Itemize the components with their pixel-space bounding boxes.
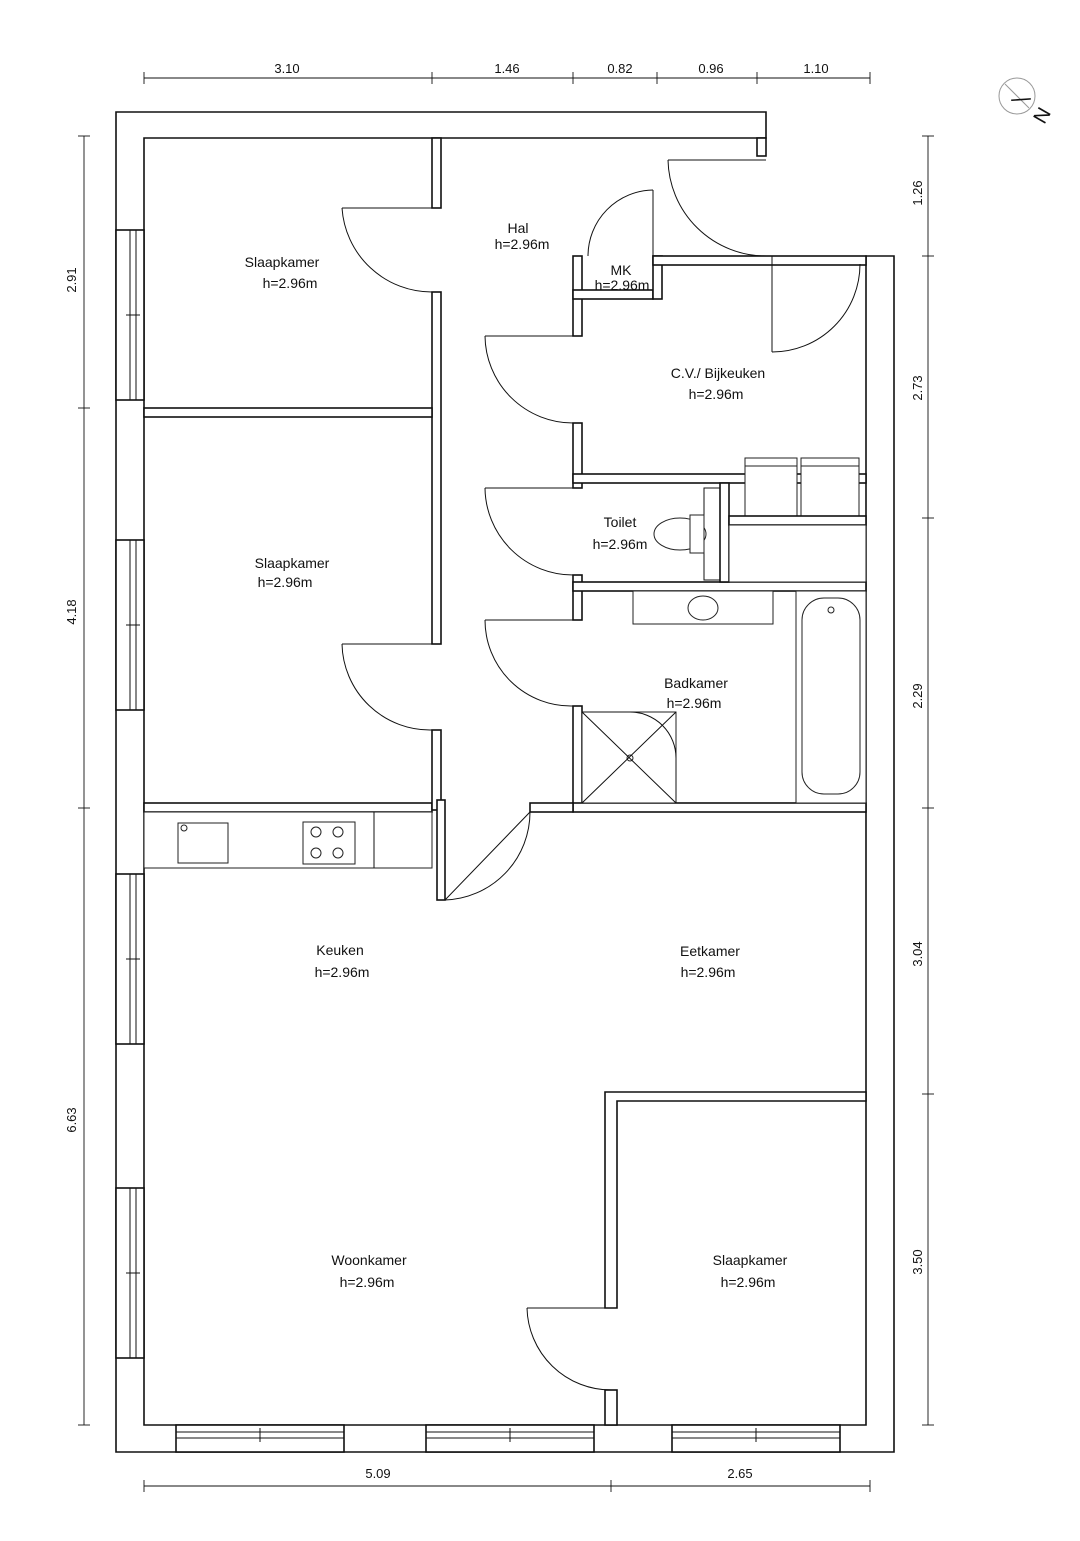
interior-walls	[143, 137, 867, 1426]
dim-left-3: 6.63	[64, 1107, 79, 1132]
room-height-slaapkamer-2: h=2.96m	[258, 574, 313, 590]
room-height-slaapkamer-1: h=2.96m	[263, 275, 318, 291]
dim-right-3: 2.29	[910, 683, 925, 708]
exterior-walls	[115, 111, 895, 1453]
dim-top-1: 3.10	[274, 61, 299, 76]
dim-top-2: 1.46	[494, 61, 519, 76]
dim-right-2: 2.73	[910, 375, 925, 400]
room-height-slaapkamer-3: h=2.96m	[721, 1274, 776, 1290]
dim-top-3: 0.82	[607, 61, 632, 76]
room-name-woonkamer: Woonkamer	[331, 1252, 407, 1268]
room-height-hal: h=2.96m	[495, 236, 550, 252]
doors	[341, 159, 861, 1391]
toilet-fixture	[653, 514, 707, 554]
dim-top-4: 0.96	[698, 61, 723, 76]
room-height-mk: h=2.96m	[595, 277, 650, 293]
room-name-slaapkamer-2: Slaapkamer	[255, 555, 330, 571]
dim-right-5: 3.50	[910, 1249, 925, 1274]
bottom-windows	[175, 1424, 841, 1453]
room-height-badkamer: h=2.96m	[667, 695, 722, 711]
dim-right-4: 3.04	[910, 941, 925, 966]
room-labels: Slaapkamer h=2.96m Hal h=2.96m MK h=2.96…	[245, 220, 788, 1290]
north-arrow: N	[998, 77, 1056, 128]
dim-top-5: 1.10	[803, 61, 828, 76]
room-height-toilet: h=2.96m	[593, 536, 648, 552]
top-dimension-labels: 3.10 1.46 0.82 0.96 1.10	[274, 61, 828, 76]
room-name-badkamer: Badkamer	[664, 675, 728, 691]
dimension-lines	[78, 72, 934, 1492]
left-dimension-labels: 2.91 4.18 6.63	[64, 267, 79, 1132]
kitchen-counter	[143, 811, 433, 869]
dim-bottom-1: 5.09	[365, 1466, 390, 1481]
bottom-dimension-labels: 5.09 2.65	[365, 1466, 752, 1481]
utility-appliances	[728, 457, 867, 583]
room-name-slaapkamer-1: Slaapkamer	[245, 254, 320, 270]
room-name-eetkamer: Eetkamer	[680, 943, 740, 959]
room-name-toilet: Toilet	[604, 514, 637, 530]
dim-left-1: 2.91	[64, 267, 79, 292]
bathroom-fixtures	[581, 590, 867, 804]
room-name-hal: Hal	[507, 220, 528, 236]
left-windows	[115, 229, 145, 1359]
room-name-keuken: Keuken	[316, 942, 363, 958]
dim-right-1: 1.26	[910, 180, 925, 205]
north-label: N	[1029, 104, 1055, 128]
dim-bottom-2: 2.65	[727, 1466, 752, 1481]
room-height-woonkamer: h=2.96m	[340, 1274, 395, 1290]
room-name-slaapkamer-3: Slaapkamer	[713, 1252, 788, 1268]
room-name-mk: MK	[611, 262, 633, 278]
room-name-cv-bijkeuken: C.V./ Bijkeuken	[671, 365, 765, 381]
room-height-cv-bijkeuken: h=2.96m	[689, 386, 744, 402]
room-height-eetkamer: h=2.96m	[681, 964, 736, 980]
room-height-keuken: h=2.96m	[315, 964, 370, 980]
right-dimension-labels: 1.26 2.73 2.29 3.04 3.50	[910, 180, 925, 1274]
dim-left-2: 4.18	[64, 599, 79, 624]
